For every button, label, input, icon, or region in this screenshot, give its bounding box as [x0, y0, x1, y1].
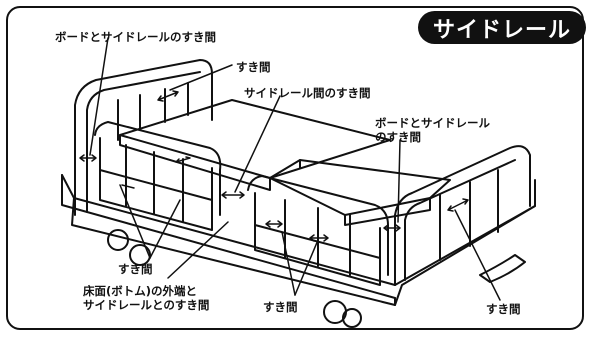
label-gap-left: すき間 [118, 262, 153, 276]
casters [107, 229, 526, 328]
label-gap-bottom-mid: すき間 [263, 300, 298, 314]
label-floor-edge-2: サイドレールとのすき間 [83, 298, 210, 312]
right-side-rail [247, 175, 389, 286]
foot-board [394, 145, 531, 286]
label-floor-edge-1: 床面(ボトム)の外端と [83, 284, 198, 298]
label-gap-top: すき間 [236, 60, 271, 74]
leader-lines [89, 37, 501, 301]
label-board-siderail-gap-right-2: のすき間 [375, 130, 421, 144]
section-title-badge: サイドレール [418, 11, 586, 44]
gap-arrows [79, 90, 469, 242]
label-gap-bottom-right: すき間 [486, 302, 521, 316]
label-siderail-between-gap: サイドレール間のすき間 [244, 86, 371, 100]
left-side-rail [94, 121, 222, 231]
label-board-siderail-gap-right-1: ボードとサイドレール [375, 116, 490, 130]
head-board [74, 59, 213, 216]
label-board-siderail-gap-top: ボードとサイドレールのすき間 [55, 30, 216, 44]
